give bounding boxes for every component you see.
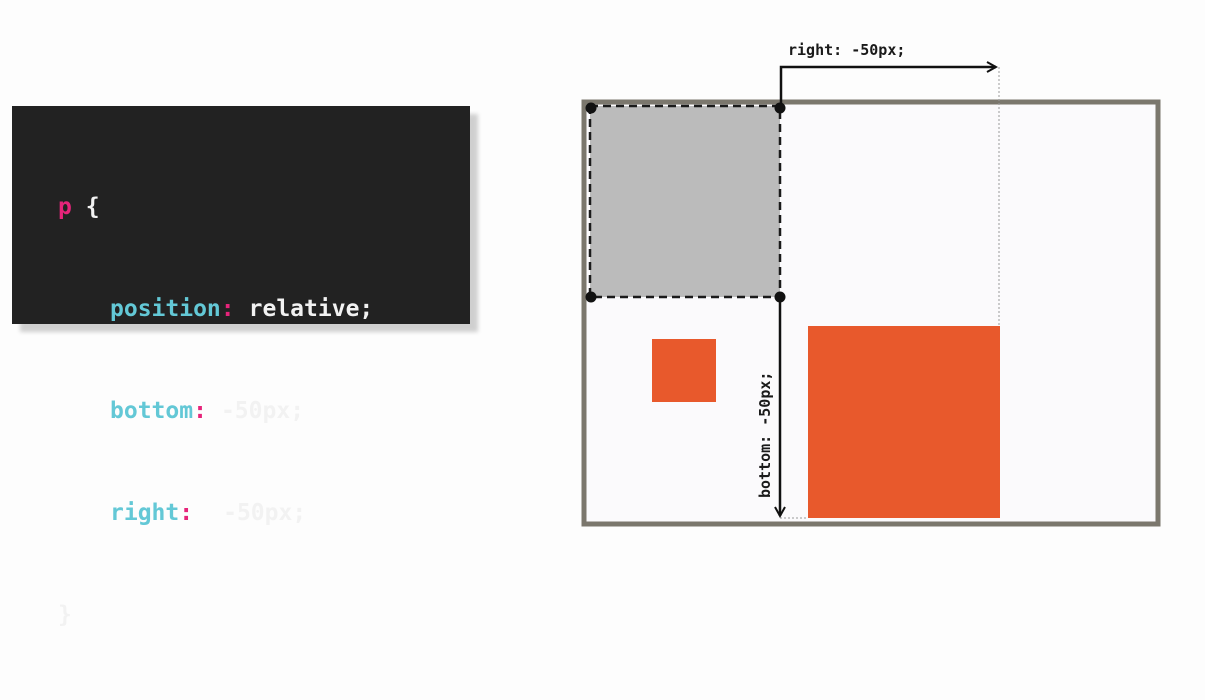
position-diagram: right: -50px; bottom: -50px; [581, 41, 1161, 527]
right-offset-label: right: -50px; [788, 41, 905, 59]
css-code-block: p { position: relative; bottom: -50px; rig… [58, 122, 373, 700]
code-line-bottom: bottom: -50px; [58, 394, 373, 428]
code-line-position: position: relative; [58, 292, 373, 326]
close-brace: } [58, 602, 72, 628]
bottom-offset-label: bottom: -50px; [756, 372, 774, 498]
css-code-panel: p { position: relative; bottom: -50px; rig… [12, 106, 470, 628]
small-orange-box [652, 339, 716, 402]
css-selector: p [58, 194, 72, 220]
code-line-selector: p { [58, 190, 373, 224]
original-position-box [588, 104, 782, 299]
css-value-right: -50px; [223, 500, 307, 526]
css-colon: : [179, 500, 194, 526]
corner-dot-bottom-left [585, 291, 597, 303]
right-offset-arrow [779, 67, 996, 104]
css-property-position: position [110, 296, 221, 322]
css-property-bottom: bottom [110, 398, 194, 424]
css-property-right: right [110, 500, 180, 526]
open-brace: { [85, 194, 100, 220]
corner-dot-top-right [774, 102, 786, 114]
code-line-close: } [58, 598, 373, 632]
corner-dot-top-left [585, 102, 597, 114]
css-value-bottom: -50px; [220, 398, 305, 424]
corner-dot-bottom-right [774, 291, 786, 303]
code-line-right: right: -50px; [58, 496, 373, 530]
css-value-position: relative; [248, 296, 374, 322]
css-colon: : [220, 296, 235, 322]
css-colon: : [193, 398, 207, 424]
offset-orange-box [808, 326, 1000, 518]
